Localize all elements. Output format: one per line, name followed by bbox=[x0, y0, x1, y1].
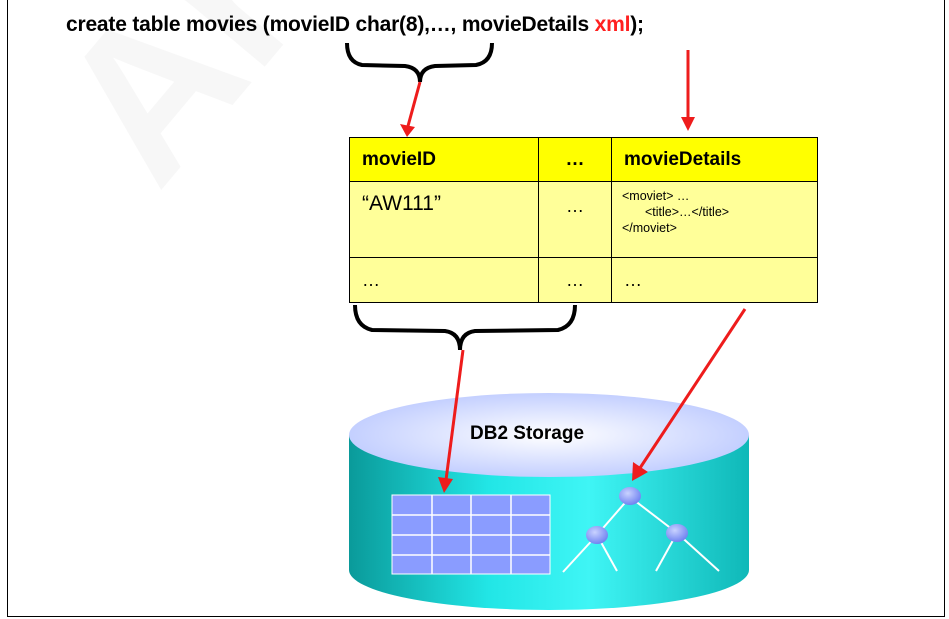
arrow-to-grid bbox=[444, 349, 465, 481]
relational-grid-icon bbox=[391, 494, 551, 575]
table-header-row: movieID … movieDetails bbox=[349, 137, 818, 182]
middle-value: … bbox=[566, 196, 584, 216]
header-ellipsis: … bbox=[538, 137, 612, 182]
tree-node-left bbox=[586, 526, 608, 544]
storage-label: DB2 Storage bbox=[470, 423, 585, 444]
movieid-value: “AW111” bbox=[362, 192, 441, 215]
xml-line-open: <moviet> … bbox=[622, 189, 690, 203]
cell-movieid: “AW111” bbox=[349, 181, 539, 258]
statement-xml-keyword: xml bbox=[594, 13, 631, 36]
statement-end: ); bbox=[630, 13, 644, 36]
cell-ellipsis-1: … bbox=[349, 257, 539, 303]
cell-ellipsis-2: … bbox=[538, 257, 612, 303]
statement-text: create table movies (movieID char(8),…, … bbox=[66, 13, 595, 36]
xml-document: <moviet> … <title>…</title> </moviet> bbox=[612, 182, 817, 236]
movies-table: movieID … movieDetails “AW111” … <moviet… bbox=[349, 137, 818, 303]
arrow-brace-to-movieid bbox=[406, 81, 422, 127]
tree-node-right bbox=[666, 524, 688, 542]
xml-line-title: <title>…</title> bbox=[645, 205, 730, 219]
table-row: “AW111” … <moviet> … <title>…</title> </… bbox=[349, 181, 818, 258]
cell-middle: … bbox=[538, 181, 612, 258]
statement-brace bbox=[345, 42, 494, 83]
header-moviedetails: movieDetails bbox=[611, 137, 818, 182]
tree-node-root bbox=[619, 487, 641, 505]
create-table-statement: create table movies (movieID char(8),…, … bbox=[66, 13, 644, 37]
table-brace bbox=[353, 304, 577, 351]
xml-line-close: </moviet> bbox=[622, 221, 677, 235]
table-row: … … … bbox=[349, 257, 818, 303]
arrow-to-tree bbox=[638, 308, 747, 469]
cell-xml: <moviet> … <title>…</title> </moviet> bbox=[611, 181, 818, 258]
header-movieid: movieID bbox=[349, 137, 539, 182]
cell-ellipsis-3: … bbox=[611, 257, 818, 303]
